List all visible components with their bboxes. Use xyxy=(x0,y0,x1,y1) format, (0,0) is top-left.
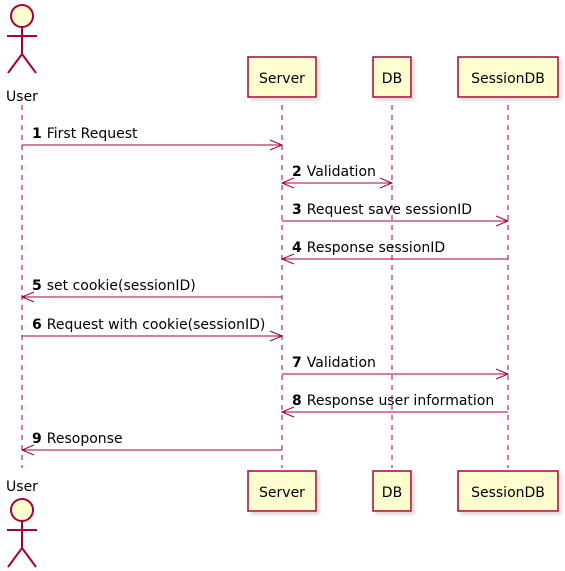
message-label: 4 Response sessionID xyxy=(292,240,445,256)
message-label: 5 set cookie(sessionID) xyxy=(32,278,196,294)
message-number: 5 xyxy=(32,278,42,294)
message-number: 4 xyxy=(292,240,302,256)
arrow-head xyxy=(20,444,35,456)
message-8: 8 Response user information xyxy=(280,393,508,418)
message-text: Response sessionID xyxy=(307,240,445,256)
participant-label: SessionDB xyxy=(471,485,545,501)
arrow-head xyxy=(280,406,295,418)
participant-box xyxy=(457,470,559,512)
participant-server-top: Server xyxy=(247,56,317,98)
actor-leg xyxy=(21,53,37,74)
participant-label: Server xyxy=(259,71,305,87)
message-number: 9 xyxy=(32,431,42,447)
message-text: First Request xyxy=(47,126,138,142)
actor-leg xyxy=(7,53,23,74)
arrow-head xyxy=(20,291,35,303)
participant-box xyxy=(247,56,317,98)
message-number: 2 xyxy=(292,164,302,180)
message-label: 3 Request save sessionID xyxy=(292,202,472,218)
participant-label: Server xyxy=(259,485,305,501)
message-label: 6 Request with cookie(sessionID) xyxy=(32,317,265,333)
participant-sessiondb-bottom: SessionDB xyxy=(457,470,559,512)
message-text: Validation xyxy=(307,355,376,371)
participant-box xyxy=(372,56,412,98)
participants: UserUserServerServerDBDBSessionDBSession… xyxy=(6,4,559,568)
message-6: 6 Request with cookie(sessionID) xyxy=(22,317,284,342)
message-label: 2 Validation xyxy=(292,164,376,180)
participant-db-top: DB xyxy=(372,56,412,98)
message-text: Validation xyxy=(307,164,376,180)
participant-db-bottom: DB xyxy=(372,470,412,512)
message-number: 3 xyxy=(292,202,302,218)
message-9: 9 Resoponse xyxy=(20,431,282,456)
message-text: Response user information xyxy=(307,393,494,409)
arrow-head xyxy=(269,139,284,151)
message-text: Request save sessionID xyxy=(307,202,472,218)
participant-label: DB xyxy=(382,71,402,87)
message-label: 1 First Request xyxy=(32,126,138,142)
arrow-head xyxy=(379,177,394,189)
actor-label: User xyxy=(6,89,38,105)
message-number: 7 xyxy=(292,355,302,371)
arrow-head xyxy=(495,215,510,227)
message-number: 6 xyxy=(32,317,42,333)
message-number: 1 xyxy=(32,126,42,142)
message-label: 8 Response user information xyxy=(292,393,494,409)
participant-box xyxy=(372,470,412,512)
arrow-head xyxy=(280,253,295,265)
message-4: 4 Response sessionID xyxy=(280,240,508,265)
message-2: 2 Validation xyxy=(280,164,394,189)
participant-label: SessionDB xyxy=(471,71,545,87)
participant-server-bottom: Server xyxy=(247,470,317,512)
actor-user-bottom: User xyxy=(6,479,38,568)
message-7: 7 Validation xyxy=(282,355,510,380)
message-text: Resoponse xyxy=(47,431,123,447)
actor-label: User xyxy=(6,479,38,495)
arrow-head xyxy=(495,368,510,380)
arrow-head xyxy=(269,330,284,342)
message-number: 8 xyxy=(292,393,302,409)
message-text: set cookie(sessionID) xyxy=(47,278,196,294)
participant-box xyxy=(247,470,317,512)
message-3: 3 Request save sessionID xyxy=(282,202,510,227)
message-5: 5 set cookie(sessionID) xyxy=(20,278,282,303)
arrow-head xyxy=(280,177,295,189)
lifelines xyxy=(21,105,509,468)
message-1: 1 First Request xyxy=(22,126,284,151)
message-label: 7 Validation xyxy=(292,355,376,371)
message-text: Request with cookie(sessionID) xyxy=(47,317,266,333)
participant-sessiondb-top: SessionDB xyxy=(457,56,559,98)
actor-leg xyxy=(21,547,37,568)
actor-head xyxy=(10,4,34,28)
actor-head xyxy=(10,498,34,522)
actor-leg xyxy=(7,547,23,568)
message-label: 9 Resoponse xyxy=(32,431,123,447)
participant-box xyxy=(457,56,559,98)
actor-user-top: User xyxy=(6,4,38,105)
participant-label: DB xyxy=(382,485,402,501)
